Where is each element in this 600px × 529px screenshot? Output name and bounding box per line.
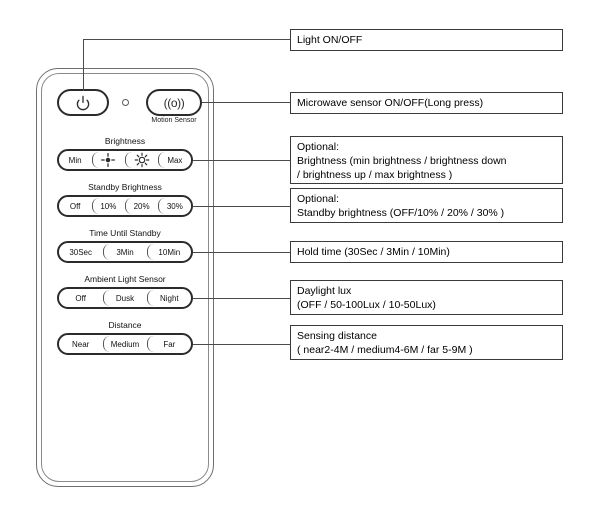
annotation-standby-brightness: Optional: Standby brightness (OFF/10% / …	[290, 188, 563, 223]
standby-off-button[interactable]: Off	[59, 198, 91, 214]
distance-button-row: Near Medium Far	[57, 333, 193, 355]
caption-time-until-standby: Time Until Standby	[89, 228, 161, 238]
distance-far-button[interactable]: Far	[147, 336, 191, 352]
annotation-brightness-line-1: Optional:	[297, 141, 340, 153]
brightness-up-button[interactable]	[125, 152, 158, 168]
caption-brightness: Brightness	[104, 136, 146, 146]
leader-line-light-on-off-horizontal	[83, 39, 290, 40]
leader-line-microwave-sensor	[202, 102, 290, 103]
motion-sensor-button[interactable]: ((o))	[146, 89, 202, 116]
brightness-up-icon	[134, 152, 149, 168]
annotation-daylight-lux: Daylight lux (OFF / 50-100Lux / 10-50Lux…	[290, 280, 563, 315]
ambient-off-button[interactable]: Off	[59, 290, 102, 306]
ambient-dusk-button[interactable]: Dusk	[102, 290, 147, 306]
annotation-brightness: Optional: Brightness (min brightness / b…	[290, 136, 563, 184]
standby-brightness-button-row: Off 10% 20% 30%	[57, 195, 193, 217]
annotation-brightness-line-3: / brightness up / max brightness )	[297, 169, 453, 181]
annotation-sensing-distance-line-2: ( near2-4M / medium4-6M / far 5-9M )	[297, 344, 473, 356]
motion-sensor-label: Motion Sensor	[151, 117, 197, 124]
leader-line-standby-brightness	[193, 206, 290, 207]
brightness-button-row: Min Max	[57, 149, 193, 171]
caption-distance: Distance	[108, 320, 142, 330]
brightness-down-icon	[101, 153, 116, 167]
led-indicator-icon	[122, 99, 129, 106]
hold-time-30sec-button[interactable]: 30Sec	[59, 244, 102, 260]
power-button[interactable]	[57, 89, 109, 116]
hold-time-10min-button[interactable]: 10Min	[147, 244, 191, 260]
leader-line-brightness	[193, 160, 290, 161]
standby-20-button[interactable]: 20%	[125, 198, 158, 214]
brightness-min-button[interactable]: Min	[59, 152, 91, 168]
annotation-sensing-distance: Sensing distance ( near2-4M / medium4-6M…	[290, 325, 563, 360]
annotation-hold-time-line-1: Hold time (30Sec / 3Min / 10Min)	[297, 246, 450, 258]
annotation-brightness-line-2: Brightness (min brightness / brightness …	[297, 155, 507, 167]
ambient-light-sensor-button-row: Off Dusk Night	[57, 287, 193, 309]
annotation-light-on-off-line-1: Light ON/OFF	[297, 34, 363, 46]
leader-line-daylight-lux	[193, 298, 290, 299]
annotation-standby-brightness-line-2: Standby brightness (OFF/10% / 20% / 30% …	[297, 207, 505, 219]
brightness-down-button[interactable]	[91, 152, 124, 168]
distance-near-button[interactable]: Near	[59, 336, 102, 352]
annotation-microwave-sensor-line-1: Microwave sensor ON/OFF(Long press)	[297, 97, 484, 109]
annotation-daylight-lux-line-2: (OFF / 50-100Lux / 10-50Lux)	[297, 299, 436, 311]
hold-time-3min-button[interactable]: 3Min	[102, 244, 147, 260]
leader-line-light-on-off-vertical	[83, 39, 84, 91]
ambient-night-button[interactable]: Night	[147, 290, 191, 306]
annotation-daylight-lux-line-1: Daylight lux	[297, 285, 352, 297]
standby-10-button[interactable]: 10%	[91, 198, 124, 214]
caption-standby-brightness: Standby Brightness	[88, 182, 162, 192]
microwave-wave-icon: ((o))	[163, 95, 185, 110]
time-until-standby-button-row: 30Sec 3Min 10Min	[57, 241, 193, 263]
leader-line-sensing-distance	[193, 344, 290, 345]
annotation-hold-time: Hold time (30Sec / 3Min / 10Min)	[290, 241, 563, 263]
annotation-light-on-off: Light ON/OFF	[290, 29, 563, 51]
annotation-microwave-sensor: Microwave sensor ON/OFF(Long press)	[290, 92, 563, 114]
distance-medium-button[interactable]: Medium	[102, 336, 147, 352]
annotation-standby-brightness-line-1: Optional:	[297, 193, 340, 205]
brightness-max-button[interactable]: Max	[158, 152, 191, 168]
caption-ambient-light-sensor: Ambient Light Sensor	[84, 274, 166, 284]
power-icon	[76, 95, 90, 110]
remote-body-inner-shell	[41, 73, 209, 482]
standby-30-button[interactable]: 30%	[158, 198, 191, 214]
leader-line-hold-time	[193, 252, 290, 253]
annotation-sensing-distance-line-1: Sensing distance	[297, 330, 377, 342]
